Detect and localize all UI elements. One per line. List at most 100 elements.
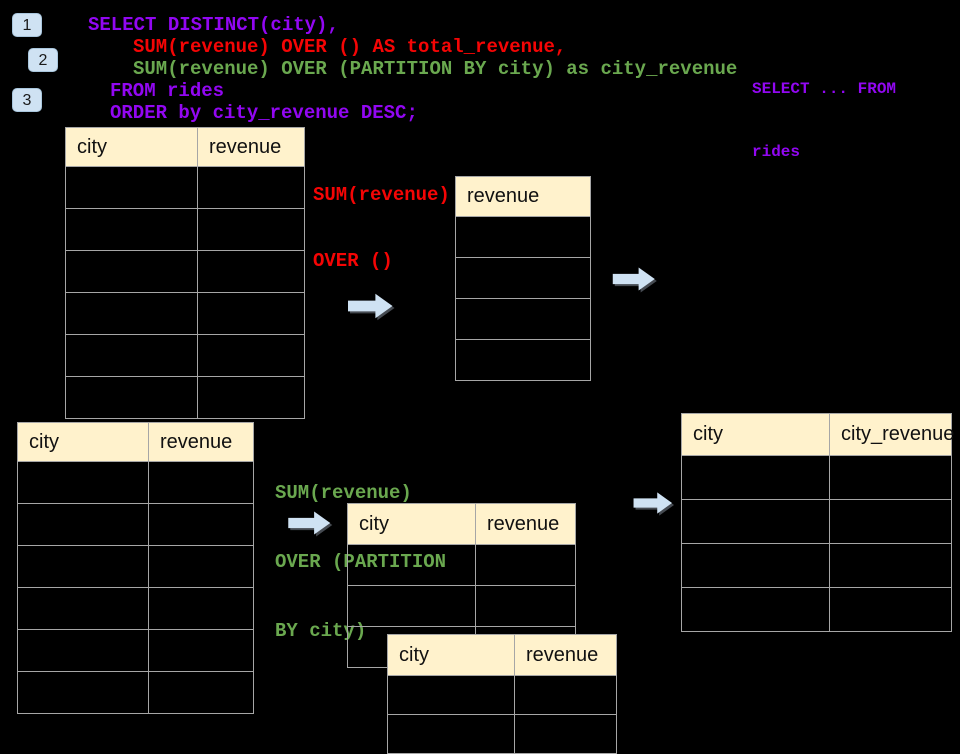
- step-badge-3: 3: [12, 88, 42, 112]
- empty-cell: [829, 455, 952, 500]
- table-row: [681, 455, 952, 500]
- sql-line-select: SELECT DISTINCT(city),: [88, 14, 339, 36]
- empty-cell: [148, 671, 254, 714]
- empty-cell: [514, 675, 617, 715]
- table-row: [17, 587, 254, 630]
- table-row: [17, 629, 254, 672]
- total-revenue-table: revenue: [455, 176, 591, 381]
- empty-cell: [17, 461, 149, 504]
- table-row: [455, 257, 591, 299]
- empty-cell: [681, 543, 830, 588]
- empty-cell: [65, 250, 198, 293]
- empty-cell: [17, 503, 149, 546]
- empty-cell: [197, 334, 305, 377]
- empty-cell: [17, 629, 149, 672]
- right-arrow-icon: [288, 511, 331, 535]
- empty-cell: [829, 543, 952, 588]
- empty-cell: [347, 544, 476, 586]
- empty-cell: [347, 585, 476, 627]
- right-arrow-icon: [348, 293, 393, 319]
- empty-cell: [681, 455, 830, 500]
- empty-cell: [681, 587, 830, 632]
- empty-cell: [65, 292, 198, 335]
- empty-cell: [148, 461, 254, 504]
- annotation-line: OVER (): [313, 250, 393, 272]
- column-header-city: city: [65, 127, 198, 167]
- empty-cell: [387, 675, 515, 715]
- empty-cell: [455, 257, 591, 299]
- source-table-bottom: city revenue: [17, 422, 254, 714]
- empty-cell: [197, 250, 305, 293]
- empty-cell: [65, 334, 198, 377]
- empty-cell: [197, 292, 305, 335]
- sql-line-partition: SUM(revenue) OVER (PARTITION BY city) as…: [133, 58, 738, 80]
- total-revenue-annotation: SUM(revenue) OVER (): [313, 140, 450, 316]
- table-row: [65, 250, 305, 293]
- empty-cell: [197, 166, 305, 209]
- empty-cell: [475, 544, 576, 586]
- step-badge-1: 1: [12, 13, 42, 37]
- diagram-canvas: 1 2 3 SELECT DISTINCT(city), SUM(revenue…: [12, 13, 954, 754]
- table-row: [17, 461, 254, 504]
- table-row: [65, 334, 305, 377]
- right-arrow-icon: [612, 267, 655, 291]
- side-note-line-2: rides: [752, 143, 801, 161]
- step-badge-2: 2: [28, 48, 58, 72]
- empty-cell: [475, 585, 576, 627]
- empty-cell: [681, 499, 830, 544]
- table-row: [65, 292, 305, 335]
- column-header-revenue: revenue: [148, 422, 254, 462]
- table-row: [455, 339, 591, 381]
- table-row: [17, 503, 254, 546]
- empty-cell: [455, 216, 591, 258]
- empty-cell: [148, 545, 254, 588]
- empty-cell: [65, 166, 198, 209]
- table-row: [17, 671, 254, 714]
- column-header-revenue: revenue: [514, 634, 617, 676]
- column-header-city-revenue: city_revenue: [829, 413, 954, 456]
- empty-cell: [65, 208, 198, 251]
- sql-line-total-revenue: SUM(revenue) OVER () AS total_revenue,: [133, 36, 567, 58]
- column-header-revenue: revenue: [475, 503, 576, 545]
- empty-cell: [148, 629, 254, 672]
- column-header-city: city: [17, 422, 149, 462]
- table-row: [387, 675, 617, 715]
- empty-cell: [17, 545, 149, 588]
- column-header-city: city: [387, 634, 515, 676]
- empty-cell: [829, 587, 952, 632]
- empty-cell: [387, 714, 515, 754]
- table-row: [681, 543, 952, 588]
- table-row: [455, 216, 591, 258]
- column-header-city: city: [347, 503, 476, 545]
- sql-line-order-by: ORDER by city_revenue DESC;: [110, 102, 418, 124]
- table-row: [347, 585, 576, 627]
- column-header-city: city: [681, 413, 830, 456]
- column-header-revenue: revenue: [455, 176, 591, 217]
- right-arrow-icon: [633, 492, 673, 514]
- column-header-revenue: revenue: [197, 127, 305, 167]
- table-row: [681, 499, 952, 544]
- table-row: [65, 166, 305, 209]
- table-row: [681, 587, 952, 632]
- table-row: [17, 545, 254, 588]
- empty-cell: [197, 208, 305, 251]
- sql-line-from: FROM rides: [110, 80, 225, 102]
- empty-cell: [455, 298, 591, 340]
- table-row: [387, 714, 617, 754]
- side-note-select-from-rides: SELECT ... FROM rides: [752, 37, 896, 205]
- table-row: [65, 208, 305, 251]
- source-table-top: city revenue: [65, 127, 305, 419]
- empty-cell: [514, 714, 617, 754]
- partition-table-second: city revenue: [387, 634, 617, 754]
- empty-cell: [65, 376, 198, 419]
- result-table: city city_revenue: [681, 413, 954, 632]
- empty-cell: [17, 671, 149, 714]
- empty-cell: [829, 499, 952, 544]
- table-row: [65, 376, 305, 419]
- empty-cell: [148, 503, 254, 546]
- annotation-line: SUM(revenue): [275, 482, 412, 504]
- empty-cell: [197, 376, 305, 419]
- annotation-line: SUM(revenue): [313, 184, 450, 206]
- empty-cell: [148, 587, 254, 630]
- empty-cell: [455, 339, 591, 381]
